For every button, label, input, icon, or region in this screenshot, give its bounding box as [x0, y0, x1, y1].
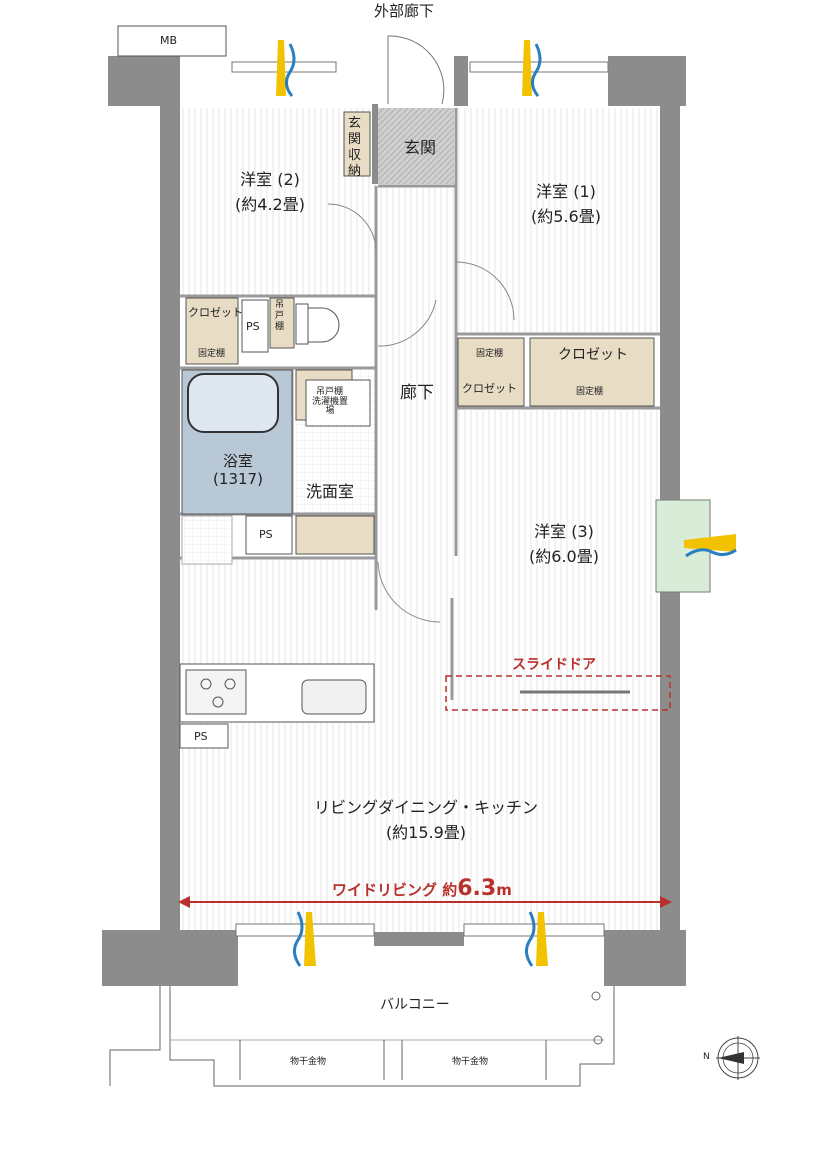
- bath-label: 浴室 (1317): [206, 452, 270, 488]
- walls: [102, 56, 686, 986]
- entrance-door: [387, 35, 445, 105]
- hallway-label: 廊下: [400, 383, 434, 403]
- sliding-door-outline: [445, 675, 671, 711]
- shelf-room1-left-label: 固定棚: [476, 349, 504, 359]
- toilet: [295, 303, 340, 345]
- hanging-cabinet-toilet-label: 吊戸棚: [275, 300, 285, 332]
- mb-box: [117, 25, 227, 57]
- ldk-label: リビングダイニング・キッチン (約15.9畳): [296, 796, 556, 846]
- ps-washroom-label: PS: [259, 528, 273, 541]
- closet-room3-label: クロゼット: [462, 382, 517, 395]
- kitchen-counter: [179, 663, 375, 723]
- ldk-name: リビングダイニング・キッチン: [313, 798, 538, 817]
- wide-living-value: 6.3: [457, 876, 497, 901]
- vent-markers: [276, 40, 737, 967]
- wide-living-arrow: [178, 896, 672, 908]
- washroom-label: 洗面室: [306, 482, 355, 501]
- wide-living-prefix: ワイドリビング 約: [332, 881, 458, 899]
- ps-boxes: [179, 299, 293, 749]
- washer-space-label: 洗濯機置場: [311, 397, 348, 416]
- hallway-floor: [378, 186, 456, 616]
- balcony: [109, 986, 615, 1087]
- outside-corridor-label: 外部廊下: [374, 2, 435, 20]
- room3-name: 洋室 (3): [534, 522, 594, 541]
- room2-label: 洋室 (2) (約4.2畳): [222, 168, 318, 218]
- washbasin: [305, 379, 371, 427]
- closet-room1-label: クロゼット: [558, 347, 628, 363]
- vent-icon: [684, 534, 737, 558]
- room1-floor: [458, 108, 660, 334]
- entrance-storage-box: [343, 111, 371, 177]
- ldk-size: (約15.9畳): [385, 822, 467, 842]
- room2-size: (約4.2畳): [235, 194, 305, 214]
- room3-label: 洋室 (3) (約6.0畳): [514, 520, 614, 570]
- vent-icon: [276, 40, 296, 97]
- drying-rack-left-label: 物干金物: [290, 1057, 327, 1067]
- room3-size: (約6.0畳): [529, 546, 599, 566]
- doors: [327, 203, 515, 623]
- room2-floor: [180, 108, 376, 296]
- room1-name: 洋室 (1): [536, 182, 596, 201]
- ps-toilet-label: PS: [246, 320, 260, 333]
- compass-icon: [716, 1036, 760, 1080]
- ldk-floor: [180, 560, 660, 932]
- bath-name: 浴室: [222, 452, 253, 470]
- floor-areas: [180, 108, 660, 932]
- drying-rack-right-label: 物干金物: [452, 1057, 489, 1067]
- vent-icon: [525, 911, 548, 967]
- entrance-floor: [372, 108, 454, 184]
- hanging-cabinet-wash-label: 吊戸棚: [316, 387, 344, 397]
- sliding-door-label: スライドドア: [512, 657, 596, 673]
- room1-label: 洋室 (1) (約5.6畳): [516, 180, 616, 230]
- entrance-label: 玄関: [404, 138, 437, 157]
- vent-icon: [293, 911, 316, 967]
- vent-icon: [522, 40, 542, 97]
- entrance-storage-label: 玄関収納: [348, 116, 362, 179]
- closet-room2-label: クロゼット: [188, 306, 243, 319]
- room1-size: (約5.6畳): [531, 206, 601, 226]
- balcony-label: バルコニー: [380, 997, 450, 1013]
- utility-area: [181, 515, 233, 565]
- ps-kitchen-label: PS: [194, 730, 208, 743]
- room2-name: 洋室 (2): [240, 170, 300, 189]
- bathtub: [187, 373, 279, 433]
- shelf-room2-label: 固定棚: [198, 349, 226, 359]
- mb-label: MB: [160, 34, 178, 47]
- bath-size: (1317): [213, 470, 263, 488]
- north-label: N: [703, 1052, 710, 1062]
- wide-living-unit: m: [496, 881, 512, 899]
- shelf-room1-label: 固定棚: [576, 387, 604, 397]
- wide-living-label: ワイドリビング 約6.3m: [332, 876, 512, 901]
